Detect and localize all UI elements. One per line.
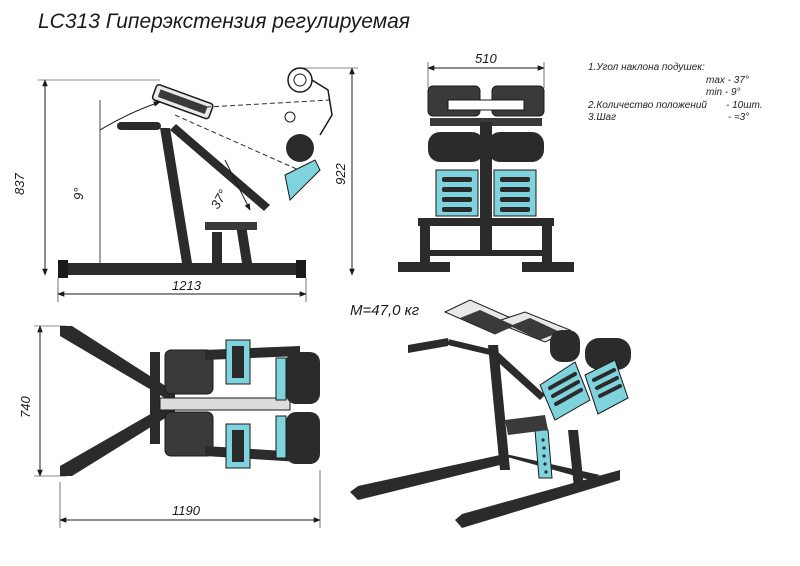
drawing-title: LC313 Гиперэкстензия регулируемая: [38, 10, 411, 33]
front-pad-bracket: [447, 99, 525, 111]
side-main-column: [160, 128, 192, 263]
spec-angle-min: min - 9°: [706, 87, 741, 98]
iso-column: [488, 345, 510, 470]
iso-base-rear: [455, 470, 620, 528]
dim-1190: 1190: [172, 503, 201, 518]
specifications-block: 1.Угол наклона подушек: max - 37° min - …: [588, 62, 763, 125]
dim-740: 740: [18, 396, 33, 418]
front-base-bar: [430, 250, 542, 256]
iso-foot-support: [505, 415, 548, 435]
angle-37-arc: [224, 159, 251, 211]
side-roller-alt-1-core: [293, 73, 307, 87]
side-front-strut: [212, 232, 222, 263]
top-frame-upper: [60, 326, 175, 404]
side-alt-frame: [311, 79, 333, 136]
side-roller-alt-1: [287, 67, 313, 93]
side-pad-assembly: [151, 84, 214, 120]
spec-positions: 2.Количество положений- 10шт.: [588, 99, 763, 111]
top-roller-upper: [286, 352, 320, 404]
spec-angle-title: 1.Угол наклона подушек:: [588, 62, 705, 73]
dim-837: 837: [12, 173, 27, 195]
iso-handle: [408, 338, 448, 353]
front-foot-right: [522, 262, 574, 272]
spec-angle-max: max - 37°: [706, 74, 749, 86]
front-roller-left: [428, 132, 484, 162]
dim-510: 510: [475, 51, 497, 66]
top-central-beam: [159, 397, 291, 411]
iso-handle-arm: [447, 339, 491, 355]
side-alt-line-1: [189, 99, 331, 109]
angle-37: 37°: [208, 187, 231, 212]
iso-base-front: [350, 455, 500, 500]
dim-1213: 1213: [172, 278, 202, 293]
top-view: 740 1190: [18, 325, 321, 528]
side-footrest-base: [205, 222, 257, 230]
angle-9-arc: [99, 101, 161, 131]
mass-label: M=47,0 кг: [350, 302, 420, 319]
top-pad-lower: [164, 411, 214, 457]
side-roller: [286, 134, 314, 162]
front-leg-left: [420, 226, 430, 264]
side-base-rail: [58, 263, 306, 275]
front-roller-right: [488, 132, 544, 162]
iso-rear-leg: [568, 430, 584, 488]
dim-922: 922: [333, 163, 348, 185]
top-cross-bar: [150, 352, 160, 444]
top-frame-lower: [60, 400, 175, 476]
side-lever-arm: [170, 124, 270, 211]
side-handle: [117, 122, 161, 130]
front-column: [480, 122, 492, 250]
iso-pad-left-top: [460, 310, 515, 334]
iso-pad-right-top: [510, 318, 560, 340]
front-lower-bar: [418, 218, 554, 226]
spec-step: 3.Шаг- ≈3°: [588, 112, 750, 123]
side-base-cap-left: [58, 260, 68, 278]
top-pad-upper: [164, 349, 214, 395]
side-rear-strut: [236, 225, 252, 263]
side-base-cap-right: [296, 260, 306, 278]
front-leg-right: [542, 226, 552, 264]
iso-view: [350, 299, 631, 528]
front-foot-left: [398, 262, 450, 272]
iso-roller-left: [550, 330, 580, 362]
side-view: 837 922 9° 37° 1213: [12, 67, 358, 302]
iso-lever: [490, 350, 545, 400]
side-foot-plate: [284, 159, 321, 202]
side-alt-line-2: [174, 114, 311, 176]
iso-foot-plate-right: [584, 359, 629, 415]
front-view: 510: [398, 51, 574, 272]
top-roller-lower: [286, 412, 320, 464]
iso-adjust-rail: [534, 429, 553, 479]
iso-roller-right: [585, 338, 631, 370]
angle-9: 9°: [71, 188, 86, 200]
side-knob: [284, 111, 296, 123]
